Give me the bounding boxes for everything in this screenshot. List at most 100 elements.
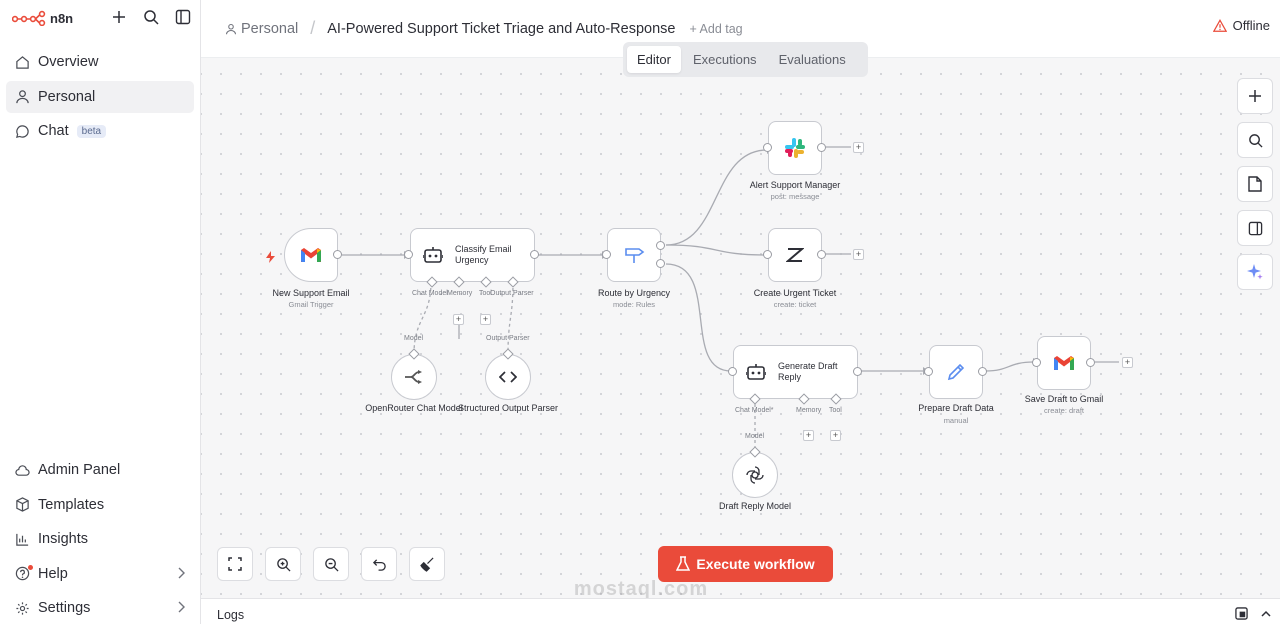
add-node-button[interactable] [1237,78,1273,114]
node-input-port[interactable] [602,250,611,259]
search-nodes-button[interactable] [1237,122,1273,158]
workflow-canvas[interactable]: New Support Email Gmail Trigger Classify… [201,58,1280,598]
sidebar-item-chat[interactable]: Chat beta [6,115,194,147]
node-title: Save Draft to Gmail [1024,394,1104,404]
openai-icon [746,466,764,484]
breadcrumb-project[interactable]: Personal [225,21,298,37]
zoom-out-button[interactable] [313,547,349,581]
trigger-bolt-icon [266,250,275,268]
port-label: Model [745,433,765,440]
fullscreen-icon [228,557,242,571]
execute-workflow-button[interactable]: Execute workflow [658,546,833,582]
chat-icon [14,123,30,139]
tab-executions[interactable]: Executions [692,52,757,67]
add-node-button[interactable]: + [853,249,864,260]
chevron-up-icon[interactable] [1260,607,1272,624]
fit-view-button[interactable] [217,547,253,581]
port-label: Output Parser [486,335,530,342]
node-output-port[interactable] [817,250,826,259]
chevron-right-icon [176,600,186,618]
sidebar-item-label: Overview [38,54,99,70]
plus-icon [1249,90,1261,102]
zoom-in-button[interactable] [265,547,301,581]
node-output-port[interactable] [978,367,987,376]
node-input-port[interactable] [1032,358,1041,367]
sticky-note-button[interactable] [1237,166,1273,202]
user-icon [225,23,237,34]
node-input-port[interactable] [763,143,772,152]
sidebar-item-templates[interactable]: Templates [6,489,194,521]
app-name: n8n [50,10,74,26]
undo-button[interactable] [361,547,397,581]
logs-bar[interactable]: Logs [201,598,1280,624]
warning-icon [1212,18,1227,32]
workflow-title[interactable]: AI-Powered Support Ticket Triage and Aut… [327,20,676,37]
add-memory-button[interactable]: + [803,430,814,441]
node-openrouter-chat-model[interactable] [391,354,437,400]
node-subtitle: mode: Rules [612,300,656,309]
sidebar-item-help[interactable]: Help [6,558,194,590]
sidebar-item-label: Chat [38,123,69,139]
collapse-sidebar-icon[interactable] [174,8,192,26]
ai-assistant-button[interactable] [1237,254,1273,290]
watermark: mostaql.com [573,578,709,598]
add-tag-button[interactable]: + Add tag [689,21,743,36]
editor-tabs: Editor Executions Evaluations [623,42,868,77]
node-output-port[interactable] [817,143,826,152]
sidebar-item-personal[interactable]: Personal [6,80,194,113]
node-generate-draft-reply[interactable]: Generate Draft Reply [733,345,858,399]
tab-evaluations[interactable]: Evaluations [778,52,846,67]
port-label: Memory [796,407,822,414]
add-node-button[interactable]: + [853,142,864,153]
node-create-urgent-ticket[interactable] [768,228,822,282]
sidebar-item-admin-panel[interactable]: Admin Panel [6,454,194,486]
add-memory-button[interactable]: + [453,314,464,325]
node-title: New Support Email [272,288,350,298]
sidebar-item-settings[interactable]: Settings [6,592,194,624]
flask-icon [676,556,691,571]
add-node-button[interactable]: + [1122,357,1133,368]
port-label: Output Parser [490,290,534,297]
node-input-port[interactable] [404,250,413,259]
logo-row: n8n [12,8,192,28]
node-prepare-draft-data[interactable] [929,345,983,399]
node-output-port[interactable] [530,250,539,259]
node-save-draft-to-gmail[interactable] [1037,336,1091,390]
node-output-port[interactable] [1086,358,1095,367]
gmail-icon [1054,355,1074,370]
node-classify-email-urgency[interactable]: Classify Email Urgency [410,228,535,282]
node-draft-reply-model[interactable] [732,452,778,498]
tidy-up-button[interactable] [409,547,445,581]
node-new-support-email[interactable] [284,228,338,282]
sidebar-item-label: Help [38,565,68,582]
toggle-panel-button[interactable] [1237,210,1273,246]
add-tool-button[interactable]: + [830,430,841,441]
tab-editor[interactable]: Editor [627,46,681,73]
node-input-port[interactable] [728,367,737,376]
node-label: Generate Draft Reply [778,361,838,382]
sidebar-item-label: Settings [38,600,91,616]
breadcrumb-project-label: Personal [241,20,299,37]
node-output-port[interactable] [656,259,665,268]
zendesk-icon [786,248,804,262]
node-route-by-urgency[interactable] [607,228,661,282]
openrouter-icon [405,370,422,384]
sidebar-item-insights[interactable]: Insights [6,523,194,555]
node-label: Classify Email Urgency [455,244,512,265]
create-icon[interactable] [110,8,128,26]
node-input-port[interactable] [924,367,933,376]
logs-title: Logs [217,608,245,622]
pop-out-icon[interactable] [1235,607,1248,624]
gmail-icon [301,247,321,262]
node-output-port[interactable] [333,250,342,259]
add-tool-button[interactable]: + [480,314,491,325]
sidebar-item-label: Admin Panel [38,462,121,478]
node-output-port[interactable] [853,367,862,376]
node-structured-output-parser[interactable] [485,354,531,400]
node-subtitle: post: message [770,192,820,201]
search-icon[interactable] [142,8,160,26]
node-input-port[interactable] [763,250,772,259]
sidebar-item-overview[interactable]: Overview [6,46,194,78]
node-alert-support-manager[interactable] [768,121,822,175]
node-output-port[interactable] [656,241,665,250]
